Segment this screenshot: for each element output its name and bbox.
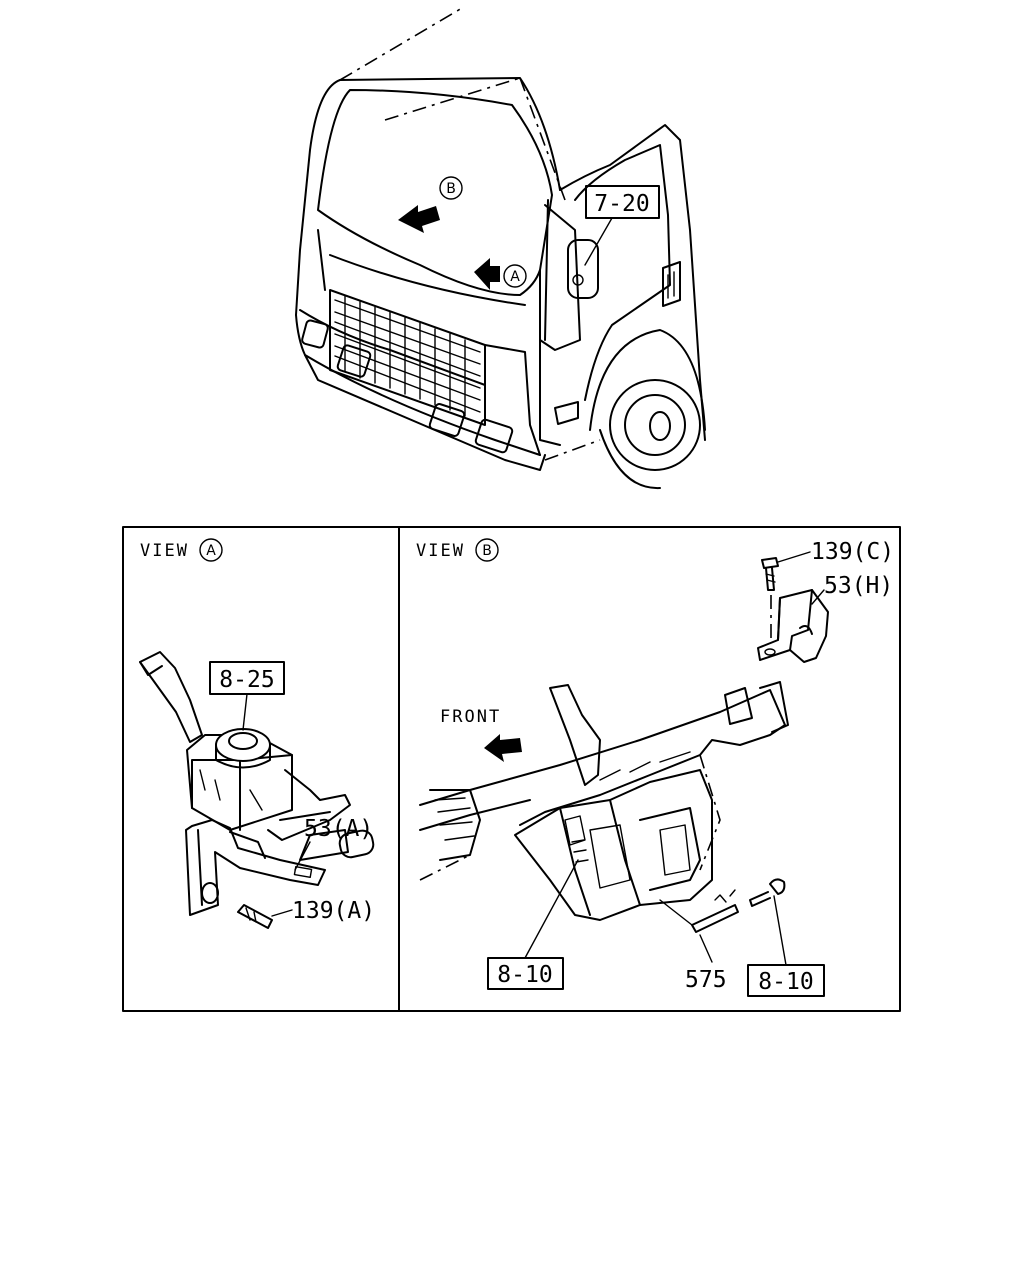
panel-a-title: VIEW xyxy=(140,541,189,561)
truck-cab-illustration: B A 7-20 xyxy=(295,7,706,490)
view-a-marker-circle xyxy=(503,264,527,288)
support-post xyxy=(549,684,601,786)
label-53a: 53(A) xyxy=(304,816,373,842)
panel-b-title-marker: B xyxy=(482,543,492,559)
view-a-marker: A xyxy=(510,269,520,285)
label-139a: 139(A) xyxy=(292,898,375,924)
junction-block xyxy=(514,769,713,921)
ref-7-20-label: 7-20 xyxy=(594,191,649,217)
view-a-arrow-icon xyxy=(474,258,500,290)
label-139c: 139(C) xyxy=(811,539,894,565)
view-b-marker: B xyxy=(446,181,456,197)
view-b-marker-circle xyxy=(439,176,463,200)
switch-lever-right xyxy=(338,829,375,859)
panel-b-title: VIEW xyxy=(416,541,465,561)
bracket-53a xyxy=(185,819,326,916)
bracket-53h xyxy=(757,589,829,663)
panels-frame xyxy=(122,526,901,1012)
front-arrow-icon xyxy=(484,734,522,762)
panel-a-title-marker: A xyxy=(206,543,216,559)
bolt-139c xyxy=(761,557,779,569)
ref-8-10-right-label: 8-10 xyxy=(758,969,813,995)
panel-view-b: VIEW B 139(C) 53(H) FRONT xyxy=(416,538,894,997)
panel-view-a: VIEW A 8-25 53(A) 139(A) xyxy=(139,538,375,929)
switch-lever-left xyxy=(139,651,203,743)
label-575: 575 xyxy=(685,967,727,993)
ref-8-10-left-label: 8-10 xyxy=(497,962,552,988)
switch-body xyxy=(186,734,293,831)
front-label: FRONT xyxy=(440,707,501,727)
ref-8-25-label: 8-25 xyxy=(219,667,274,693)
label-53h: 53(H) xyxy=(824,573,893,599)
ref-box-7-20 xyxy=(585,185,660,219)
relay-575 xyxy=(691,904,739,933)
view-b-arrow-icon xyxy=(398,205,440,233)
screw-icon xyxy=(769,878,786,895)
bolt-139a xyxy=(237,904,273,929)
